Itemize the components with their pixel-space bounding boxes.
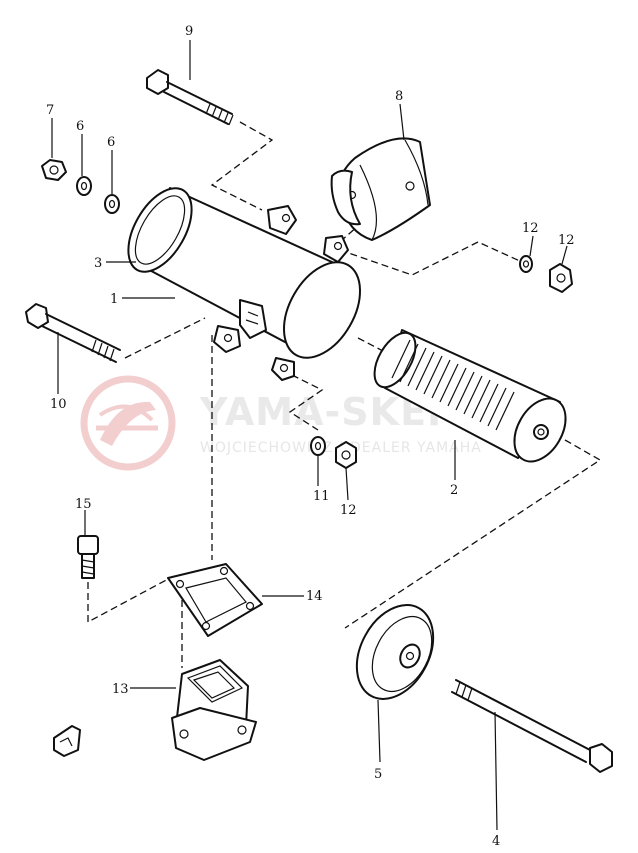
callout-6b: 6	[107, 135, 115, 150]
callout-12a: 12	[522, 221, 539, 236]
bolt-long-bottom	[451, 679, 613, 773]
front-arrow-icon	[53, 725, 81, 757]
heat-cover	[330, 137, 431, 241]
callout-13: 13	[112, 682, 129, 697]
end-cap-5	[355, 604, 435, 700]
washer-6a	[76, 176, 92, 196]
bolt-long-left	[25, 303, 121, 363]
muffler-body	[127, 187, 361, 381]
callout-8: 8	[395, 89, 403, 104]
callout-15: 15	[75, 497, 92, 512]
nut-7	[41, 159, 67, 181]
callout-9: 9	[185, 24, 193, 39]
callout-1: 1	[110, 292, 118, 307]
callout-5: 5	[374, 767, 382, 782]
bolt-long-top	[146, 69, 234, 126]
washer-12a	[519, 255, 533, 273]
nut-12b	[549, 263, 573, 293]
watermark-logo	[80, 375, 176, 471]
gasket-14	[167, 563, 263, 637]
callout-7: 7	[46, 103, 54, 118]
washer-6b	[104, 194, 120, 214]
callout-numbers: 9 8 7 6 6 3 1 12 12 10 11 12 2 15 14 13 …	[46, 24, 575, 849]
callout-4: 4	[492, 834, 500, 849]
flange-13	[171, 659, 257, 761]
callout-12b: 12	[558, 233, 575, 248]
washer-11	[310, 436, 326, 456]
callout-2: 2	[450, 483, 458, 498]
callout-12c: 12	[340, 503, 357, 518]
callout-6a: 6	[76, 119, 84, 134]
callout-11: 11	[313, 489, 330, 504]
filter-element	[373, 329, 567, 463]
callout-3: 3	[94, 256, 102, 271]
callout-14: 14	[306, 589, 323, 604]
callout-10: 10	[50, 397, 67, 412]
leader-lines	[51, 40, 568, 831]
bolt-short-15	[77, 535, 99, 579]
nut-12c	[335, 441, 357, 469]
